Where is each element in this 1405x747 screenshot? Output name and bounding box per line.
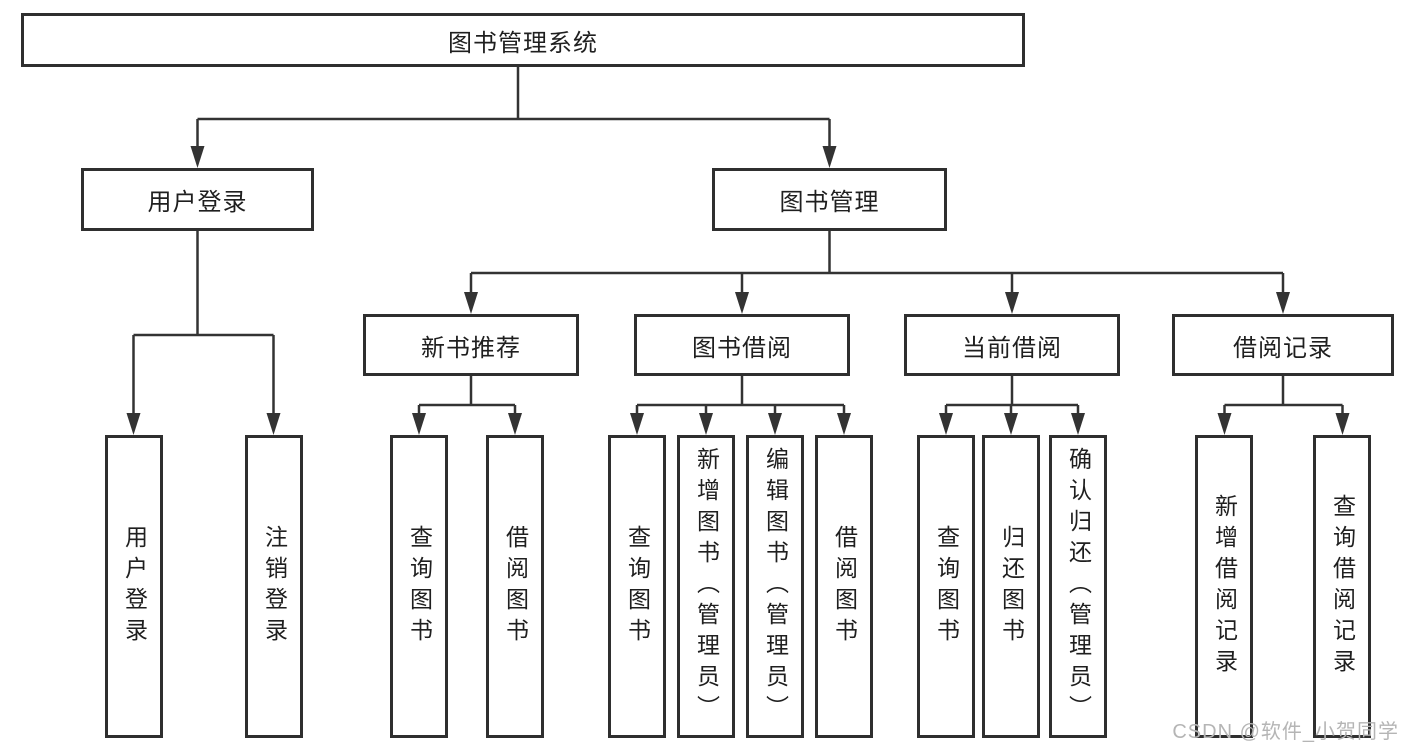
- node-user-login-leaf: 用户登录: [105, 435, 163, 738]
- node-add-books-admin: 新增图书（管理员）: [677, 435, 735, 738]
- node-user-login-label: 用户登录: [147, 189, 248, 216]
- node-query-books-under-recommend: 查询图书: [390, 435, 448, 738]
- node-library-system-label: 图书管理系统: [448, 29, 598, 57]
- csdn-watermark: CSDN @软件_小贺同学: [1172, 721, 1399, 743]
- node-edit-books-admin: 编辑图书（管理员）: [746, 435, 804, 738]
- node-query-books-under-borrow: 查询图书: [608, 435, 666, 738]
- node-current-borrow-label: 当前借阅: [962, 334, 1062, 362]
- node-return-books-label: 归还图书: [998, 524, 1025, 649]
- connector-mgmt-to-level3: [464, 231, 1290, 314]
- node-query-books-under-current-label: 查询图书: [933, 524, 960, 649]
- node-logout-leaf: 注销登录: [245, 435, 303, 738]
- node-confirm-return-admin-label: 确认归还（管理员）: [1065, 447, 1092, 726]
- connector-borrow-to-leaves: [630, 376, 851, 435]
- connector-root-to-level2: [190, 67, 837, 168]
- node-borrow-record-label: 借阅记录: [1233, 334, 1333, 362]
- node-book-management-label: 图书管理: [779, 189, 880, 216]
- node-add-borrow-record: 新增借阅记录: [1195, 435, 1253, 738]
- node-borrow-books-under-recommend: 借阅图书: [486, 435, 544, 738]
- node-current-borrow: 当前借阅: [904, 314, 1120, 376]
- connector-current-to-leaves: [939, 376, 1085, 435]
- connector-login-to-leaves: [126, 231, 281, 435]
- node-borrow-record: 借阅记录: [1172, 314, 1394, 376]
- node-add-borrow-record-label: 新增借阅记录: [1211, 493, 1238, 680]
- node-borrow-books-under-recommend-label: 借阅图书: [502, 524, 529, 649]
- node-book-borrow: 图书借阅: [634, 314, 850, 376]
- node-user-login: 用户登录: [81, 168, 314, 231]
- connector-record-to-leaves: [1217, 376, 1350, 435]
- node-book-management: 图书管理: [712, 168, 947, 231]
- node-query-borrow-record: 查询借阅记录: [1313, 435, 1371, 738]
- node-confirm-return-admin: 确认归还（管理员）: [1049, 435, 1107, 738]
- node-query-books-under-borrow-label: 查询图书: [624, 524, 651, 649]
- node-query-books-under-current: 查询图书: [917, 435, 975, 738]
- node-query-books-under-recommend-label: 查询图书: [406, 524, 433, 649]
- node-add-books-admin-label: 新增图书（管理员）: [693, 447, 720, 726]
- node-library-system: 图书管理系统: [21, 13, 1025, 67]
- node-edit-books-admin-label: 编辑图书（管理员）: [762, 447, 789, 726]
- node-return-books: 归还图书: [982, 435, 1040, 738]
- connector-recommend-to-leaves: [412, 376, 522, 435]
- node-borrow-books-under-borrow-label: 借阅图书: [831, 524, 858, 649]
- node-logout-leaf-label: 注销登录: [261, 524, 288, 649]
- node-borrow-books-under-borrow: 借阅图书: [815, 435, 873, 738]
- node-book-borrow-label: 图书借阅: [692, 334, 792, 362]
- node-query-borrow-record-label: 查询借阅记录: [1329, 493, 1356, 680]
- node-new-book-recommend-label: 新书推荐: [421, 334, 521, 362]
- node-new-book-recommend: 新书推荐: [363, 314, 579, 376]
- node-user-login-leaf-label: 用户登录: [121, 524, 148, 649]
